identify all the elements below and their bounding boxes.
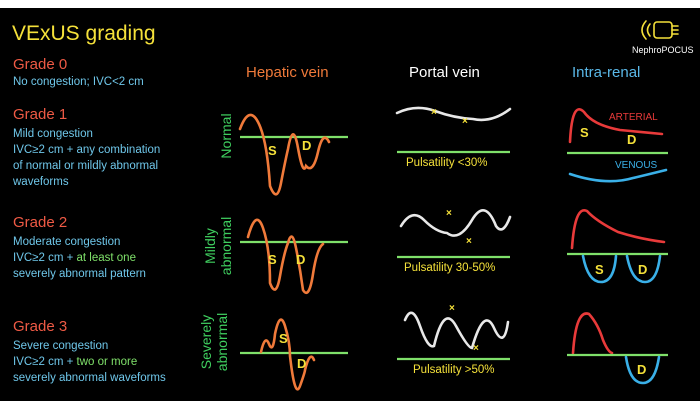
column-header-intrarenal: Intra-renal xyxy=(572,64,641,81)
brand-name: NephroPOCUS xyxy=(632,45,694,55)
intrarenal-severe-d-label: D xyxy=(637,362,646,377)
hepatic-mild-s-label: S xyxy=(268,252,277,267)
grade-1-line-1: Mild congestion xyxy=(13,128,93,140)
vexus-slide: VExUS grading NephroPOCUS Grade 0 No con… xyxy=(0,8,700,401)
hepatic-mild-waveform: S D xyxy=(240,218,348,295)
portal-severe-waveform: × × xyxy=(397,303,510,361)
slide-title: VExUS grading xyxy=(12,22,156,45)
intrarenal-normal-s-label: S xyxy=(580,125,589,140)
grade-3-ivc-line: IVC≥2 cm + two or more xyxy=(13,354,137,370)
grade-2-ivc-prefix: IVC≥2 cm + xyxy=(13,252,77,264)
grade-2-line-1: Moderate congestion xyxy=(13,236,121,248)
portal-normal-waveform: × × xyxy=(395,106,512,154)
pulsatility-mildly: Pulsatility 30-50% xyxy=(404,262,496,274)
grade-1-line-2: IVC≥2 cm + any combination xyxy=(13,144,161,156)
hepatic-normal-waveform: S D xyxy=(238,113,348,196)
pulsatility-normal: Pulsatility <30% xyxy=(406,157,488,169)
grade-1-line-4: waveforms xyxy=(13,176,69,188)
intrarenal-mild-arterial-trace xyxy=(570,209,666,250)
grade-3-ivc-prefix: IVC≥2 cm + xyxy=(13,356,77,368)
portal-mild-waveform: × × xyxy=(397,208,512,259)
grade-1-title: Grade 1 xyxy=(13,106,68,123)
pulsatility-severely: Pulsatility >50% xyxy=(413,364,495,376)
grade-0-title: Grade 0 xyxy=(13,56,68,73)
intrarenal-severe-venous-trace xyxy=(624,355,661,385)
grade-2-line-3: severely abnormal pattern xyxy=(13,268,146,280)
portal-mild-trace xyxy=(399,209,512,237)
venous-label: VENOUS xyxy=(615,160,658,171)
column-header-hepatic: Hepatic vein xyxy=(246,64,329,81)
intrarenal-normal-venous-trace xyxy=(568,168,668,183)
grade-0-line-1: No congestion; IVC<2 cm xyxy=(13,76,144,88)
waveform-diagram: S D S D S D × × × × xyxy=(238,106,668,391)
grade-1-line-3: of normal or mildly abnormal xyxy=(13,160,159,172)
hepatic-normal-s-label: S xyxy=(268,143,277,158)
hepatic-normal-d-label: D xyxy=(302,138,311,153)
intrarenal-severe-arterial-trace xyxy=(571,312,614,355)
grade-3-title: Grade 3 xyxy=(13,318,68,335)
intrarenal-mild-venous-trace xyxy=(581,254,662,284)
hepatic-severe-waveform: S D xyxy=(240,318,348,391)
intrarenal-mild-s-label: S xyxy=(595,262,604,277)
arterial-label: ARTERIAL xyxy=(609,112,658,123)
grade-2-ivc-highlight: at least one xyxy=(76,252,136,264)
ultrasound-probe-icon xyxy=(641,20,679,40)
hepatic-severe-d-label: D xyxy=(297,356,306,371)
grade-3-ivc-highlight: two or more xyxy=(76,356,138,368)
portal-normal-trace xyxy=(395,106,512,122)
portal-severe-trace xyxy=(403,311,510,350)
portal-mild-marker-2: × xyxy=(466,236,472,247)
hepatic-severe-trace xyxy=(259,318,316,391)
hepatic-severe-s-label: S xyxy=(279,331,288,346)
hepatic-mild-d-label: D xyxy=(296,252,305,267)
intrarenal-severe-waveform: D xyxy=(567,312,668,385)
intrarenal-normal-d-label: D xyxy=(627,132,636,147)
portal-mild-marker-1: × xyxy=(446,208,452,219)
intrarenal-normal-arterial-trace xyxy=(568,108,664,144)
portal-severe-marker-2: × xyxy=(473,343,479,354)
grade-2-ivc-line: IVC≥2 cm + at least one xyxy=(13,250,136,266)
column-header-portal: Portal vein xyxy=(409,64,480,81)
portal-severe-marker-1: × xyxy=(449,303,455,314)
intrarenal-mild-waveform: S D xyxy=(567,209,668,284)
grade-3-line-3: severely abnormal waveforms xyxy=(13,372,166,384)
brand-logo: NephroPOCUS xyxy=(628,14,698,60)
portal-normal-marker-1: × xyxy=(431,107,437,118)
hepatic-mild-trace xyxy=(246,218,325,295)
intrarenal-normal-waveform: ARTERIAL VENOUS S D xyxy=(567,108,668,183)
grade-3-line-1: Severe congestion xyxy=(13,340,109,352)
grade-2-title: Grade 2 xyxy=(13,214,68,231)
portal-normal-marker-2: × xyxy=(462,116,468,127)
intrarenal-mild-d-label: D xyxy=(638,262,647,277)
hepatic-normal-trace xyxy=(238,113,331,196)
